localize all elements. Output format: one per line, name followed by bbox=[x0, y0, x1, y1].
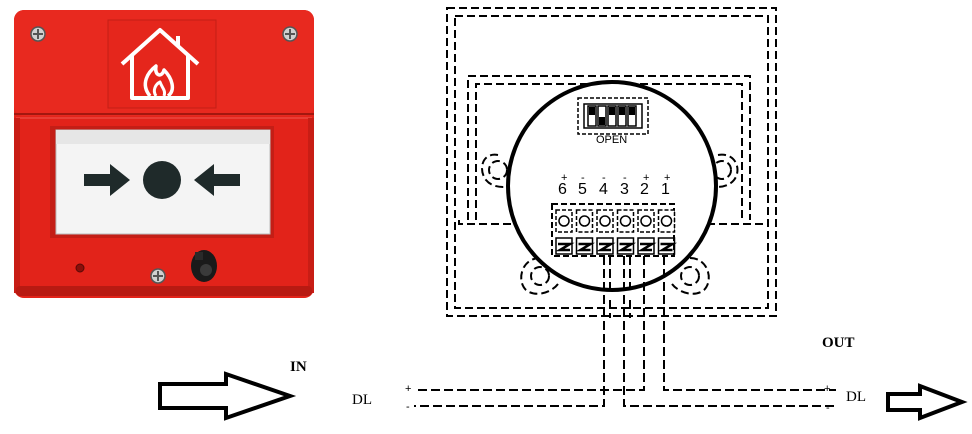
terminal-2-number: 2 bbox=[640, 181, 649, 198]
terminal-2-polarity: + bbox=[643, 172, 649, 184]
terminal-screw-2 bbox=[637, 209, 657, 255]
out-label: OUT bbox=[822, 335, 855, 351]
right-plus: + bbox=[824, 383, 830, 395]
dl-left-label: DL bbox=[352, 392, 372, 408]
out-arrow-icon bbox=[886, 383, 968, 421]
terminal-1-number: 1 bbox=[661, 181, 670, 198]
terminal-4-polarity: - bbox=[602, 172, 606, 184]
dl-right-label: DL bbox=[846, 389, 866, 405]
screw-icon bbox=[30, 26, 46, 42]
terminal-3-polarity: - bbox=[623, 172, 627, 184]
arrows-pointing-to-dot-icon bbox=[84, 161, 240, 199]
terminal-4-number: 4 bbox=[599, 181, 608, 198]
terminal-screw-3 bbox=[616, 209, 637, 255]
terminal-screw-4 bbox=[596, 209, 616, 255]
terminal-screw-6 bbox=[555, 209, 575, 255]
dip-open-label: OPEN bbox=[596, 134, 627, 146]
terminal-6-number: 6 bbox=[558, 181, 567, 198]
terminal-5-number: 5 bbox=[578, 181, 587, 198]
mounting-ear-bottom-right bbox=[671, 257, 710, 295]
right-minus: - bbox=[826, 402, 830, 414]
house-fire-icon bbox=[120, 28, 200, 100]
screw-icon bbox=[150, 268, 166, 284]
terminal-6-polarity: + bbox=[561, 172, 567, 184]
left-minus: - bbox=[406, 401, 410, 413]
bus-wires bbox=[414, 256, 836, 407]
terminal-5-polarity: - bbox=[581, 172, 585, 184]
dip-switch: OPEN bbox=[577, 97, 649, 146]
terminal-block bbox=[551, 203, 678, 257]
terminal-screw-1 bbox=[657, 209, 678, 255]
led-indicator bbox=[75, 263, 85, 273]
terminal-1-polarity: + bbox=[664, 172, 670, 184]
mounting-ear-bottom-left bbox=[520, 257, 559, 295]
left-plus: + bbox=[405, 383, 411, 395]
terminal-labels: + 6 - 5 - 4 - 3 + 2 + 1 bbox=[558, 172, 670, 198]
in-arrow-icon bbox=[158, 371, 297, 421]
key-slot-icon bbox=[191, 250, 217, 282]
outer-enclosure bbox=[446, 7, 777, 317]
terminal-3-number: 3 bbox=[620, 181, 629, 198]
in-label: IN bbox=[290, 359, 307, 375]
screw-icon bbox=[282, 26, 298, 42]
terminal-screw-5 bbox=[575, 209, 596, 255]
call-point-device bbox=[14, 10, 314, 298]
